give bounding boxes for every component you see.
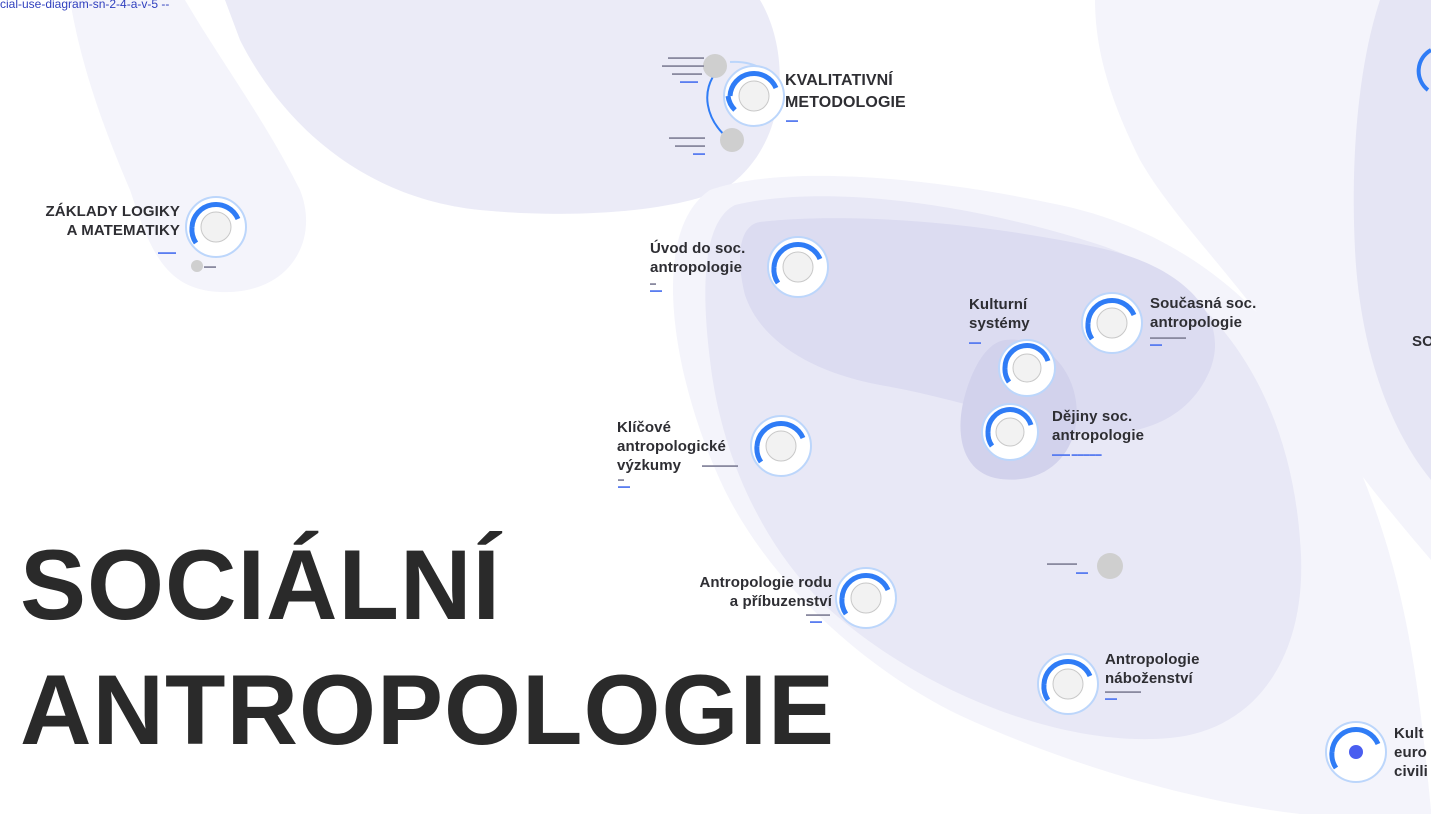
node-label-line: výzkumy [617,457,682,474]
node-label-line: Antropologie [1105,651,1200,668]
node-ring-nabozenstvi[interactable] [1037,653,1099,715]
micro-link: ▬▬▬ ▬▬▬▬▬ [1052,452,1102,458]
node-label-line: antropologie [1052,427,1145,444]
node-ring-kvalitativni[interactable] [723,65,785,127]
micro-text: ▬▬▬▬▬ [675,143,705,149]
main-title-line: SOCIÁLNÍ [20,529,502,640]
node-label-line: Dějiny soc. [1052,408,1133,425]
micro-text: ▬▬▬▬▬ [1047,561,1077,567]
node-ring-kultury[interactable] [1325,721,1387,783]
region-right-outer [1095,0,1431,560]
micro-link: ▬▬▬ [158,250,176,256]
node-label-line: Kulturní [969,296,1028,313]
micro-link: ▬▬ [1150,342,1162,348]
micro-text: ▬▬ [204,264,216,270]
node-label-nabozenstvi[interactable]: Antropologie náboženství [1105,650,1200,688]
micro-text: ▬▬▬▬▬▬ [1105,689,1141,695]
micro-link: ▬▬ [1105,696,1117,702]
node-ring-kulturni[interactable] [998,339,1056,397]
node-gray-small[interactable] [720,128,744,152]
micro-link: ▬▬ [618,484,630,490]
main-title-line: ANTROPOLOGIE [20,654,836,765]
micro-link: ▬▬▬ [680,79,698,85]
top-caption: cial-use-diagram-sn-2-4-a-v-5 -- [0,0,170,11]
region-left [70,0,307,293]
micro-text: ▬▬▬▬ [806,612,830,618]
node-label-line: antropologické [617,438,726,455]
node-label-line: KVALITATIVNÍ [785,72,893,89]
node-label-line: A MATEMATIKY [66,222,180,239]
node-label-klicove[interactable]: Klíčové antropologické výzkumy [617,418,726,475]
micro-link: ▬▬ [693,151,705,157]
main-title: SOCIÁLNÍ ANTROPOLOGIE [20,535,835,760]
node-label-line: METODOLOGIE [785,94,906,111]
node-label-line: a příbuzenství [729,593,832,610]
node-label-kulturni[interactable]: Kulturní systémy [969,295,1030,333]
node-label-line: Současná soc. [1150,295,1257,312]
node-ring-rodu[interactable] [835,567,897,629]
region-top-center [225,0,780,214]
node-label-line: Úvod do soc. [650,240,746,257]
node-label-line: náboženství [1105,670,1193,687]
node-gray-medium[interactable] [1097,553,1123,579]
micro-text: ▬▬▬▬▬▬ [702,463,738,469]
node-label-line: ZÁKLADY LOGIKY [45,203,180,220]
node-label-line: antropologie [1150,314,1243,331]
node-label-uvod[interactable]: Úvod do soc. antropologie [650,239,745,277]
micro-link: ▬▬ [1076,570,1088,576]
region-right-inner [1353,0,1431,480]
node-ring-soucasna[interactable] [1081,292,1143,354]
node-ring-klicove[interactable] [750,415,812,477]
micro-text: ▬▬▬▬▬▬ [1150,335,1186,341]
micro-text: ▬▬▬▬▬▬ [668,55,704,61]
node-label-line: civili [1394,763,1428,780]
node-label-partial[interactable]: SO [1412,333,1431,350]
micro-text: ▬ [618,477,624,483]
micro-link: ▬▬ [650,288,662,294]
node-label-line: Klíčové [617,419,672,436]
micro-link: ▬▬ [810,619,822,625]
node-gray-small[interactable] [703,54,727,78]
node-ring-uvod[interactable] [767,236,829,298]
node-gray-tiny [191,260,203,272]
node-label-line: euro [1394,744,1427,761]
node-ring-zaklady[interactable] [185,196,247,258]
node-label-soucasna[interactable]: Současná soc. antropologie [1150,294,1256,332]
micro-text: ▬▬▬▬▬ [672,71,702,77]
node-label-dejiny[interactable]: Dějiny soc. antropologie [1052,407,1144,445]
node-ring-partial-topright[interactable] [1416,48,1431,92]
node-label-line: Antropologie rodu [699,574,832,591]
node-label-kvalitativni[interactable]: KVALITATIVNÍ METODOLOGIE [785,70,906,114]
node-label-rodu[interactable]: Antropologie rodu a příbuzenství [660,573,832,611]
micro-text: ▬ [650,281,656,287]
region-center-inner [740,218,1216,434]
micro-text: ▬▬▬▬▬▬▬ [662,63,704,69]
node-label-line: Kult [1394,725,1424,742]
micro-link: ▬▬ [786,118,798,124]
node-label-zaklady[interactable]: ZÁKLADY LOGIKY A MATEMATIKY [8,202,180,240]
node-ring-dejiny[interactable] [981,403,1039,461]
micro-link: ▬▬ [969,340,981,346]
micro-text: ▬▬▬▬▬▬ [669,135,705,141]
node-label-line: antropologie [650,259,743,276]
node-label-kultury[interactable]: Kult euro civili [1394,724,1428,781]
node-label-line: systémy [969,315,1030,332]
